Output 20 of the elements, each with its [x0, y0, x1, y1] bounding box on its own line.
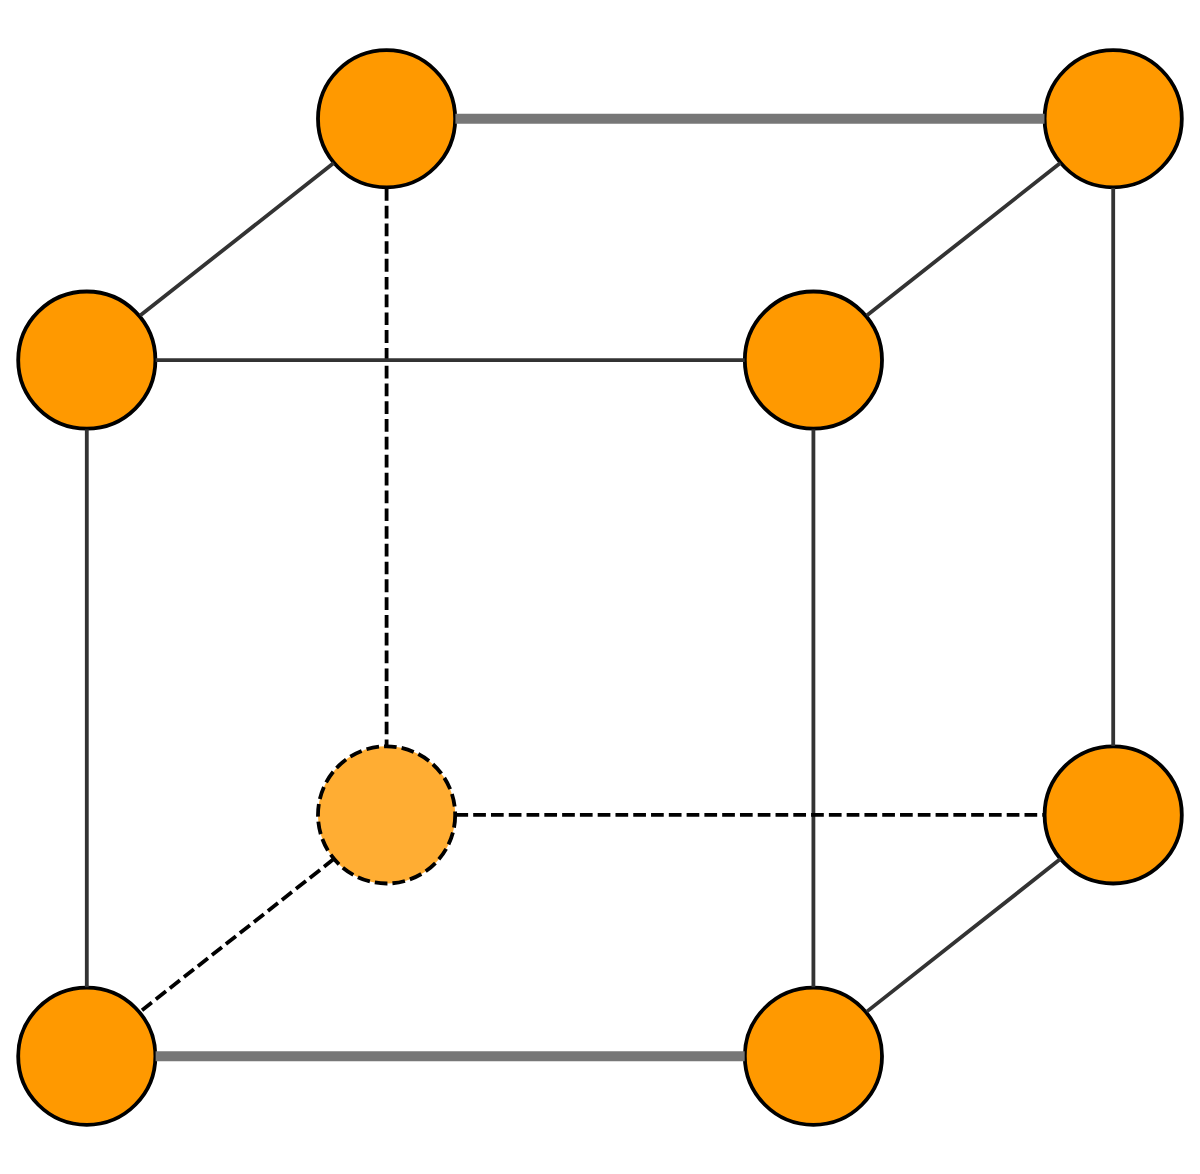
node-circle	[1042, 743, 1184, 885]
connector	[84, 428, 89, 987]
connector	[455, 812, 1045, 817]
node-circle	[742, 289, 884, 431]
node-circle	[1042, 47, 1184, 189]
connector	[139, 161, 335, 317]
node-circle	[316, 743, 458, 885]
node-circle	[742, 985, 884, 1127]
connector	[155, 1050, 745, 1061]
node-circle	[16, 289, 158, 431]
node-circle	[316, 47, 458, 189]
connector	[384, 187, 389, 746]
node-circle	[16, 985, 158, 1127]
connector	[139, 857, 335, 1013]
connector	[455, 113, 1045, 124]
connector	[865, 857, 1062, 1013]
connector	[1111, 187, 1116, 746]
connector	[811, 428, 816, 987]
connector	[865, 161, 1062, 317]
connector	[155, 357, 745, 362]
